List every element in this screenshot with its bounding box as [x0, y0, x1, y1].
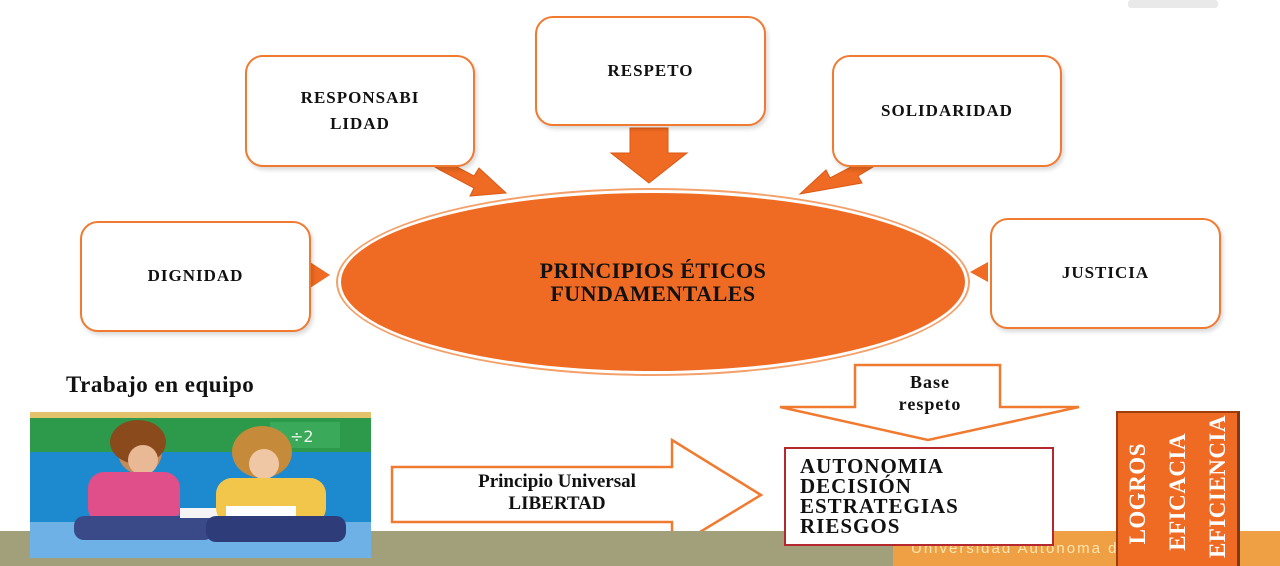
box-dignidad: DIGNIDAD — [80, 221, 311, 332]
vertical-logros: LOGROS — [1125, 443, 1150, 545]
team-photo-illustration: ÷2 — [30, 412, 371, 558]
arrow-justicia — [970, 262, 988, 282]
outcome-riesgos: RIESGOS — [800, 514, 901, 538]
center-ellipse: PRINCIPIOS ÉTICOS FUNDAMENTALES — [338, 190, 968, 374]
box-responsabilidad-line2: LIDAD — [330, 114, 390, 133]
arrow-principio-universal — [390, 437, 764, 552]
results-column: LOGROS EFICACIA EFICIENCIA — [1116, 411, 1240, 566]
base-respeto-line2: respeto — [898, 394, 962, 414]
top-right-strip — [1128, 0, 1218, 8]
box-responsabilidad-line1: RESPONSABI — [300, 87, 420, 107]
arrow-dignidad — [310, 262, 330, 288]
box-responsabilidad: RESPONSABI LIDAD — [245, 55, 475, 167]
outcomes-box: AUTONOMIA DECISIÓN ESTRATEGIAS RIESGOS — [784, 447, 1054, 546]
box-respeto: RESPETO — [535, 16, 766, 126]
arrow-respeto — [609, 127, 689, 184]
base-respeto-label: Base respeto — [860, 371, 1000, 415]
principio-universal-line1: Principio Universal — [478, 471, 636, 492]
vertical-eficacia: EFICACIA — [1165, 433, 1190, 551]
center-line2: FUNDAMENTALES — [550, 281, 756, 306]
box-dignidad-label: DIGNIDAD — [147, 266, 244, 286]
box-justicia: JUSTICIA — [990, 218, 1221, 329]
base-respeto-line1: Base — [910, 372, 950, 392]
vertical-eficiencia: EFICIENCIA — [1205, 415, 1230, 559]
outcome-autonomia: AUTONOMIA — [800, 454, 944, 478]
outcome-decision: DECISIÓN — [800, 474, 912, 498]
svg-text:÷2: ÷2 — [290, 427, 314, 446]
team-photo: ÷2 — [30, 412, 371, 558]
team-title: Trabajo en equipo — [66, 372, 255, 397]
center-line1: PRINCIPIOS ÉTICOS — [539, 257, 767, 283]
arrow-base-respeto — [779, 363, 1080, 442]
box-justicia-label: JUSTICIA — [1061, 263, 1150, 283]
box-solidaridad: SOLIDARIDAD — [832, 55, 1062, 167]
box-solidaridad-label: SOLIDARIDAD — [881, 100, 1013, 120]
principio-universal-label: Principio Universal LIBERTAD — [402, 471, 712, 515]
principio-universal-line2: LIBERTAD — [508, 493, 606, 514]
outcome-estrategias: ESTRATEGIAS — [800, 494, 959, 518]
box-respeto-label: RESPETO — [607, 60, 694, 80]
